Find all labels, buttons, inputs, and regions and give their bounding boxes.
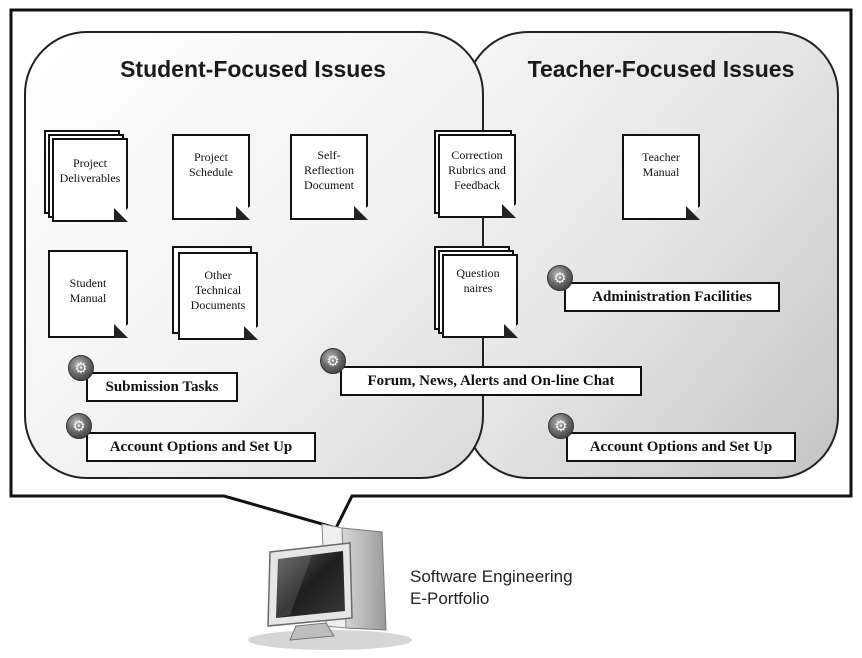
gear-icon-glyph: ⚙ [326, 351, 340, 370]
caption-line: E-Portfolio [410, 589, 490, 608]
feature-account-options-student: Account Options and Set Up [86, 432, 316, 462]
doc-label-line: Other [204, 268, 232, 282]
gear-icon-glyph: ⚙ [74, 358, 88, 377]
gear-icon: ⚙ [548, 413, 574, 439]
doc-label-line: Project [72, 156, 107, 170]
portfolio-caption: Software Engineering E-Portfolio [410, 566, 573, 610]
doc-label-line: Manual [642, 165, 680, 179]
doc-label-line: Document [304, 178, 354, 192]
doc-label-line: Feedback [454, 178, 500, 192]
student-panel-title: Student-Focused Issues [120, 56, 386, 82]
computer-icon [248, 523, 412, 650]
doc-label-line: Documents [190, 298, 246, 312]
teacher-panel [465, 31, 839, 479]
feature-administration-facilities: Administration Facilities [564, 282, 780, 312]
doc-label-line: Student [69, 276, 107, 290]
doc-label-line: naires [463, 281, 493, 295]
doc-label-line: Teacher [642, 150, 680, 164]
doc-label-line: Deliverables [59, 171, 121, 185]
doc-label-line: Project [194, 150, 228, 164]
doc-label-line: Reflection [304, 163, 354, 177]
doc-label-line: Technical [194, 283, 242, 297]
doc-label-line: Rubrics and [448, 163, 506, 177]
caption-line: Software Engineering [410, 567, 573, 586]
feature-forum-news-alerts-chat: Forum, News, Alerts and On-line Chat [340, 366, 642, 396]
gear-icon: ⚙ [547, 265, 573, 291]
doc-label-line: Schedule [189, 165, 233, 179]
gear-icon-glyph: ⚙ [553, 268, 567, 287]
feature-submission-tasks: Submission Tasks [86, 372, 238, 402]
gear-icon: ⚙ [68, 355, 94, 381]
gear-icon: ⚙ [320, 348, 346, 374]
gear-icon: ⚙ [66, 413, 92, 439]
gear-icon-glyph: ⚙ [554, 416, 568, 435]
doc-label-line: Manual [69, 291, 107, 305]
doc-label-line: Correction [451, 148, 503, 162]
doc-label-line: Self- [317, 148, 341, 162]
feature-account-options-teacher: Account Options and Set Up [566, 432, 796, 462]
doc-label-line: Question [456, 266, 500, 280]
gear-icon-glyph: ⚙ [72, 416, 86, 435]
teacher-panel-title: Teacher-Focused Issues [527, 56, 795, 82]
